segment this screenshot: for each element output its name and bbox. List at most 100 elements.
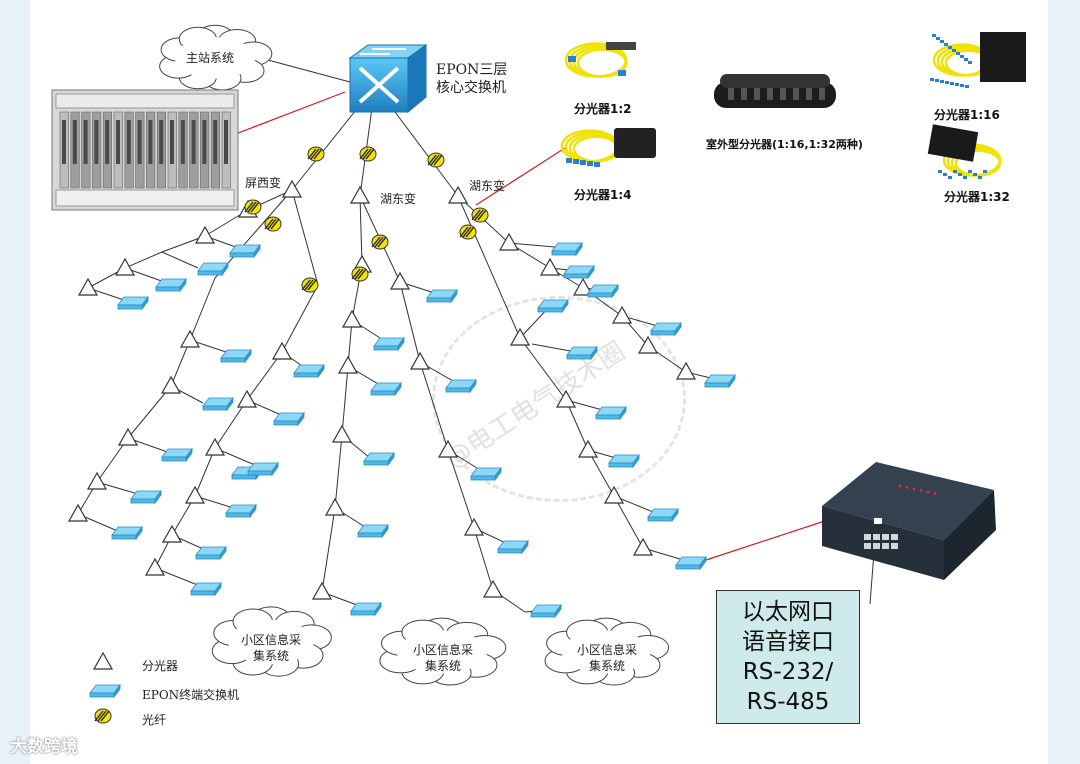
fiber-link [291, 189, 319, 286]
onu-switch-icon [370, 381, 402, 397]
fiber-icon [371, 234, 389, 250]
fiber-link [281, 284, 319, 353]
onu-switch-icon [537, 298, 569, 314]
onu-switch-icon [426, 288, 458, 304]
splitter-triangle-icon [77, 277, 99, 296]
onu-switch-icon [587, 283, 619, 299]
fiber-link [334, 434, 343, 509]
splitter-triangle-icon [179, 329, 201, 348]
onu-switch-icon [155, 277, 187, 293]
onu-switch-icon [675, 555, 707, 571]
onu-switch-icon [595, 405, 627, 421]
fiber-link [391, 107, 459, 197]
master-link [267, 59, 351, 83]
onu-switch-icon [247, 461, 279, 477]
splitter-triangle-icon [67, 503, 89, 522]
fiber-link [170, 339, 191, 387]
onu-switch-icon [566, 345, 598, 361]
fiber-link [124, 251, 163, 269]
fiber-link [321, 507, 336, 593]
splitter-1-32-label: 分光器1:32 [944, 190, 1010, 204]
onu-switch-icon [357, 523, 389, 539]
legend-onu-label: EPON终端交换机 [142, 688, 240, 702]
interface-ethernet: 以太网口 [742, 599, 834, 625]
splitter-triangle-icon [236, 389, 258, 408]
onu-switch-icon [273, 411, 305, 427]
fiber-link [291, 104, 361, 191]
onu-switch-icon [229, 243, 261, 259]
fiber-icon [471, 207, 489, 223]
splitter-1-2-label: 分光器1:2 [574, 102, 632, 116]
splitter-triangle-icon [341, 309, 363, 328]
terminal-device-icon [822, 462, 996, 580]
onu-switch-icon [704, 373, 736, 389]
splitter-triangle-icon [611, 305, 633, 324]
cloud-label-1: 小区信息采 集系统 [226, 632, 316, 664]
onu-switch-icon [220, 348, 252, 364]
onu-switch-icon [497, 539, 529, 555]
watermark-circle [432, 296, 686, 502]
fiber-icon [351, 266, 369, 282]
onu-switch-icon [373, 336, 405, 352]
onu-switch-icon [293, 363, 325, 379]
fiber-link [565, 399, 589, 451]
onu-switch-icon [551, 241, 583, 257]
legend-onu-icon [89, 683, 121, 699]
onu-switch-icon [161, 447, 193, 463]
onu-switch-icon [563, 264, 595, 280]
fiber-link [359, 195, 363, 266]
splitter-triangle-icon [447, 185, 469, 204]
fiber-link [194, 447, 216, 497]
substation-label-2: 湖东变 [380, 192, 417, 206]
splitter-1-16-label: 分光器1:16 [934, 108, 1000, 122]
splitter-triangle-icon [675, 361, 697, 380]
box-pointer [869, 551, 875, 605]
splitter-1-2-icon [564, 42, 636, 78]
master-system-cloud [159, 24, 273, 91]
onu-switch-icon [470, 466, 502, 482]
fiber-link [189, 277, 216, 341]
splitter-triangle-icon [637, 335, 659, 354]
onu-switch-icon [363, 451, 395, 467]
legend-splitter-label: 分光器 [142, 659, 179, 673]
cloud-label-2: 小区信息采 集系统 [398, 642, 488, 674]
splitter-triangle-icon [184, 485, 206, 504]
splitter-1-4-label: 分光器1:4 [574, 188, 632, 202]
splitter-triangle-icon [539, 257, 561, 276]
outdoor-splitter-icon [714, 74, 836, 108]
onu-switch-icon [647, 507, 679, 523]
fiber-link [519, 337, 567, 401]
splitter-triangle-icon [498, 232, 520, 251]
splitter-triangle-icon [144, 557, 166, 576]
fiber-link [399, 281, 421, 363]
substation-label-1: 屏西变 [245, 176, 282, 190]
layer3-switch-icon [348, 44, 428, 114]
info-cloud-1 [211, 606, 332, 677]
splitter-triangle-icon [509, 327, 531, 346]
fiber-icon [359, 146, 377, 162]
onu-switch-icon [530, 603, 562, 619]
onu-switch-icon [202, 396, 234, 412]
fiber-link [473, 527, 494, 591]
splitter-triangle-icon [632, 537, 654, 556]
fiber-link [613, 495, 644, 549]
splitter-triangle-icon [337, 355, 359, 374]
fiber-link [419, 361, 449, 451]
interface-rs485: RS-485 [746, 689, 830, 715]
fiber-link [447, 449, 475, 529]
info-cloud-3 [544, 617, 670, 686]
legend-fiber-icon [94, 708, 112, 724]
splitter-triangle-icon [482, 579, 504, 598]
splitter-1-4-icon [560, 128, 656, 167]
splitter-triangle-icon [86, 471, 108, 490]
splitter-triangle-icon [161, 524, 183, 543]
fiber-icon [301, 277, 319, 293]
splitter-triangle-icon [603, 485, 625, 504]
olt-rack-icon [51, 89, 239, 211]
core-switch-label-2: 核心交换机 [436, 80, 506, 96]
fiber-link [127, 385, 172, 439]
info-cloud-2 [379, 617, 507, 686]
splitter-triangle-icon [160, 375, 182, 394]
onu-switch-icon [111, 525, 143, 541]
splitter-1-16-icon [930, 32, 1026, 88]
